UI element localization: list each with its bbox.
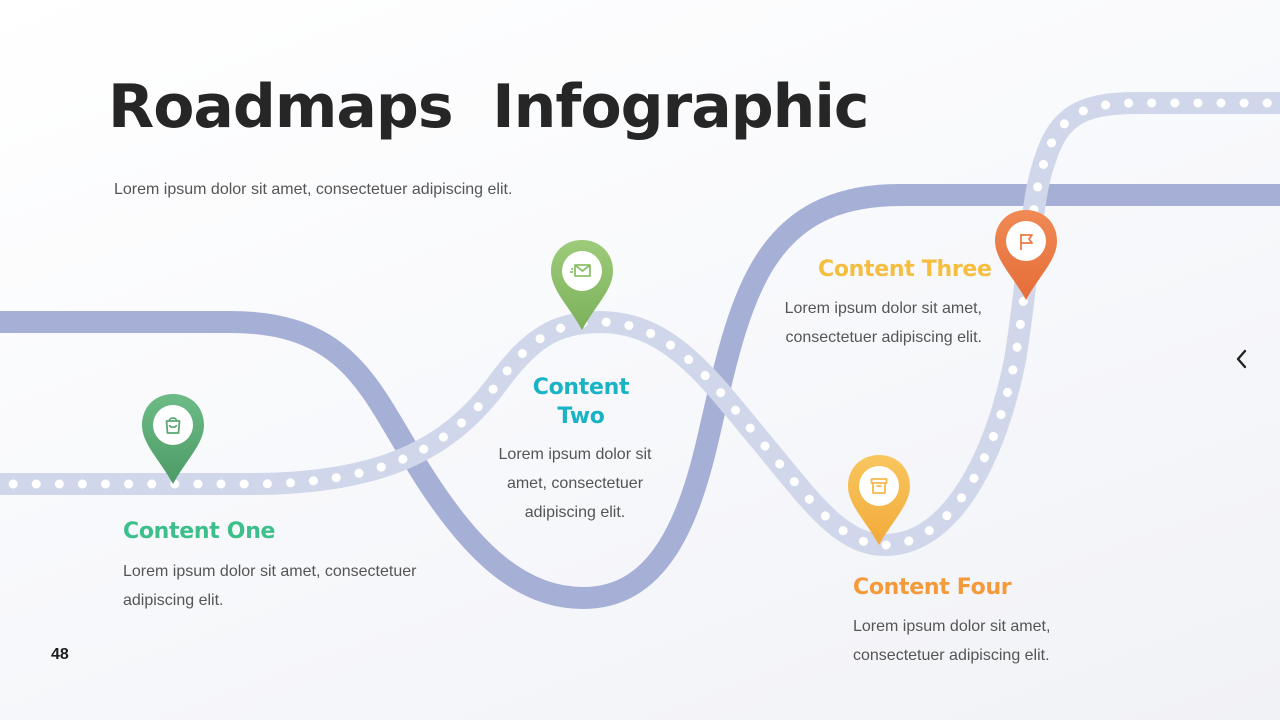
main-road-path <box>0 184 1280 610</box>
milestone-one-body: Lorem ipsum dolor sit amet, consectetuer… <box>123 563 417 609</box>
flag-icon <box>1020 234 1033 250</box>
milestone-one-heading: Content One <box>123 519 276 544</box>
milestone-two-pin <box>551 240 613 330</box>
milestone-four-body: Lorem ipsum dolor sit amet, consectetuer… <box>853 618 1051 664</box>
milestone-two-heading: Content Two <box>532 375 630 429</box>
milestone-two-body: Lorem ipsum dolor sit amet, consectetuer… <box>498 446 652 521</box>
envelope-icon <box>570 264 591 277</box>
page-number: 48 <box>51 646 69 663</box>
page-title: Roadmaps Infographic <box>108 72 869 142</box>
shopping-bag-icon <box>165 417 181 434</box>
milestone-three-body: Lorem ipsum dolor sit amet, consectetuer… <box>784 300 982 346</box>
milestone-one-pin <box>142 394 204 484</box>
chevron-left-icon <box>1236 349 1247 369</box>
previous-slide-button[interactable] <box>1228 344 1256 374</box>
page-subtitle: Lorem ipsum dolor sit amet, consectetuer… <box>114 181 513 198</box>
dotted-road-path <box>0 92 1280 557</box>
archive-box-icon <box>870 478 888 494</box>
milestone-four-pin <box>848 455 910 545</box>
milestone-three-pin <box>995 210 1057 300</box>
milestone-three-heading: Content Three <box>818 257 992 282</box>
milestone-four-heading: Content Four <box>853 575 1012 600</box>
